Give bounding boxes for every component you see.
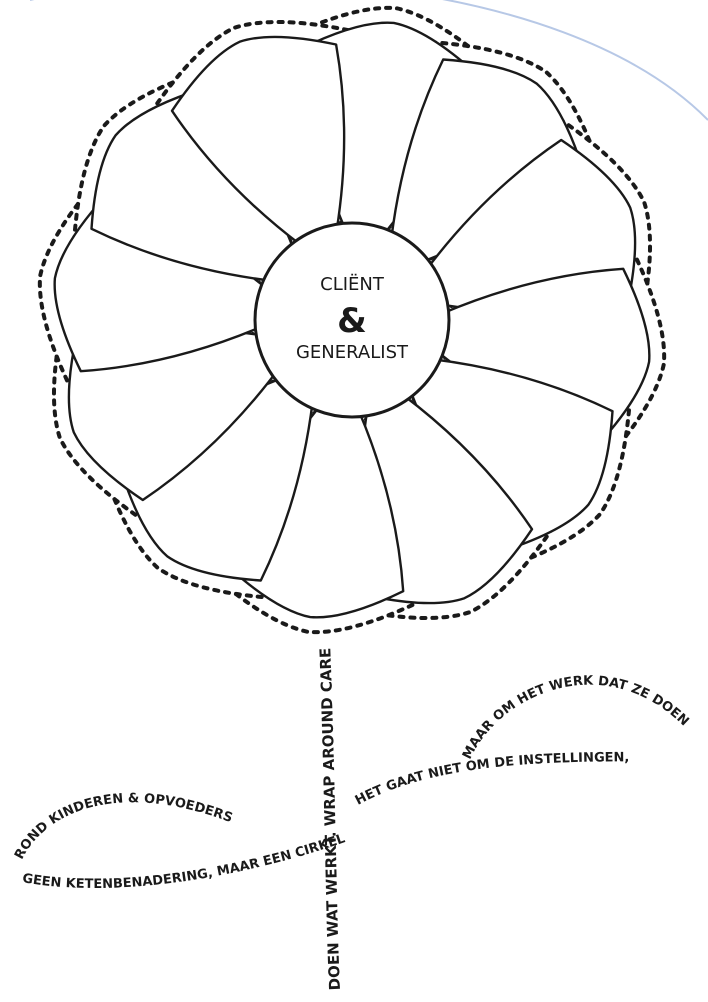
stem-text-path: DOEN WAT WERKT. WRAP AROUND CARE: [316, 647, 344, 990]
right-lower-text-path: HET GAAT NIET OM DE INSTELLINGEN,: [353, 750, 629, 808]
center-line-client: CLIËNT: [320, 274, 385, 295]
left-upper-text: ROND KINDEREN & OPVOEDERS: [12, 791, 234, 862]
left-lower-text: GEEN KETENBENADERING, MAAR EEN CIRKEL: [21, 831, 347, 892]
right-upper-text: MAAR OM HET WERK DAT ZE DOEN: [460, 674, 692, 762]
left-upper-text-path: ROND KINDEREN & OPVOEDERS: [12, 791, 234, 862]
stem-text: DOEN WAT WERKT. WRAP AROUND CARE: [316, 647, 344, 990]
right-lower-text: HET GAAT NIET OM DE INSTELLINGEN,: [353, 750, 629, 808]
center-line-generalist: GENERALIST: [296, 342, 409, 363]
left-lower-text-path: GEEN KETENBENADERING, MAAR EEN CIRKEL: [21, 831, 347, 892]
center-line-ampersand: &: [337, 301, 367, 341]
right-upper-text-path: MAAR OM HET WERK DAT ZE DOEN: [460, 674, 692, 762]
